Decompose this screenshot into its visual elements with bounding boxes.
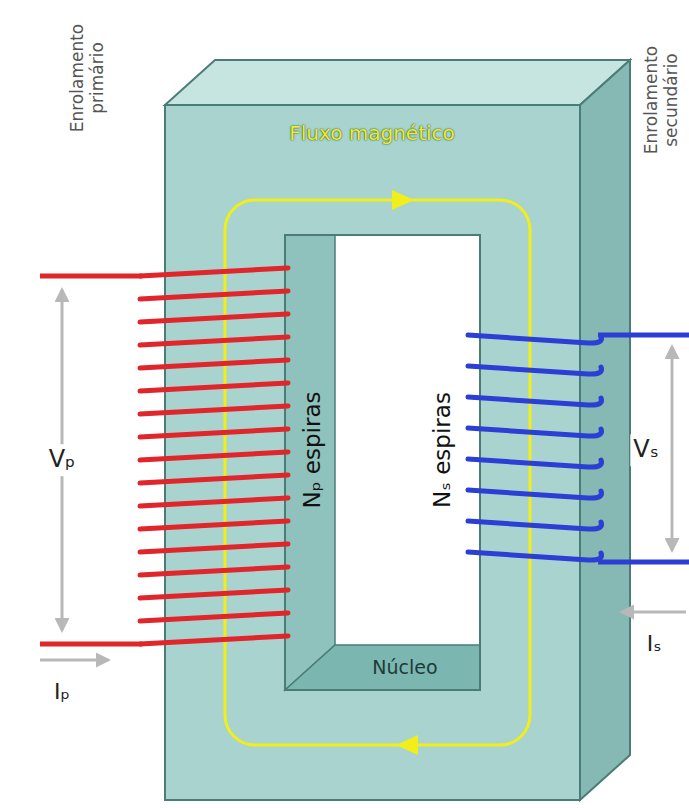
turns-label: Nₚ espiras: [299, 391, 325, 508]
voltage-arrow: [671, 347, 674, 550]
flux-arrow: [396, 735, 418, 755]
core-front-face: [165, 105, 580, 800]
primary-lead: [40, 274, 142, 279]
current-label: Iₛ: [647, 631, 662, 656]
core-top-face: [165, 60, 630, 105]
current-label: Iₚ: [54, 679, 70, 704]
voltage-label: Vₛ: [630, 434, 661, 466]
secondary-lead: [598, 560, 689, 565]
core-window: [285, 235, 480, 690]
core-inner-bottom-face: [285, 645, 480, 690]
voltage-label: Vₚ: [46, 444, 79, 476]
flux-loop: [225, 200, 530, 745]
core-inner-left-face: [285, 235, 335, 690]
secondary-coil: [468, 335, 601, 560]
current-arrow: [40, 659, 108, 662]
flux-label: Fluxo magnético: [289, 122, 455, 145]
turns-label: Nₛ espiras: [429, 392, 455, 508]
core-window-edge: [285, 235, 480, 690]
secondary-lead: [598, 333, 689, 338]
winding-label: Enrolamento secundário: [642, 39, 681, 161]
core-side-face: [580, 60, 630, 800]
core-label: Núcleo: [372, 657, 437, 679]
primary-coil: [140, 268, 288, 644]
primary-lead: [40, 642, 142, 647]
current-arrow: [622, 611, 686, 614]
flux-arrow: [392, 190, 414, 210]
winding-label: Enrolamento primário: [68, 22, 107, 134]
